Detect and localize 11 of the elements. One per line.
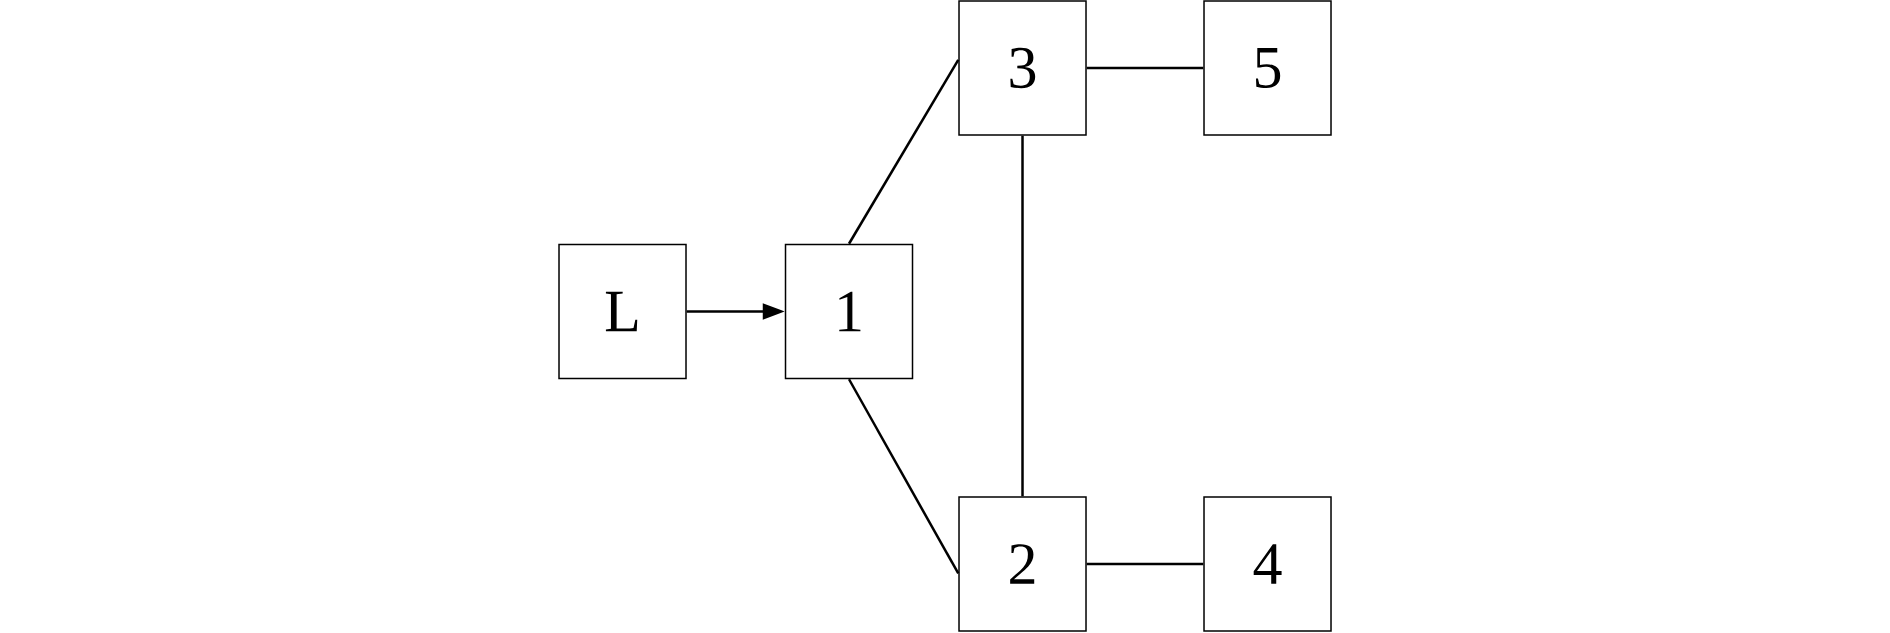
number-box: 5 — [1203, 0, 1332, 136]
number-box: 4 — [1203, 496, 1332, 632]
number-box: 2 — [958, 496, 1087, 632]
connector-line — [847, 378, 960, 575]
connector-line — [847, 59, 960, 245]
number-box: 1 — [784, 243, 914, 380]
number-box: L — [558, 243, 687, 380]
connector-line — [1086, 66, 1204, 70]
connector-line — [1021, 135, 1024, 497]
number-box: 3 — [958, 0, 1087, 136]
connector-line — [1086, 562, 1204, 566]
